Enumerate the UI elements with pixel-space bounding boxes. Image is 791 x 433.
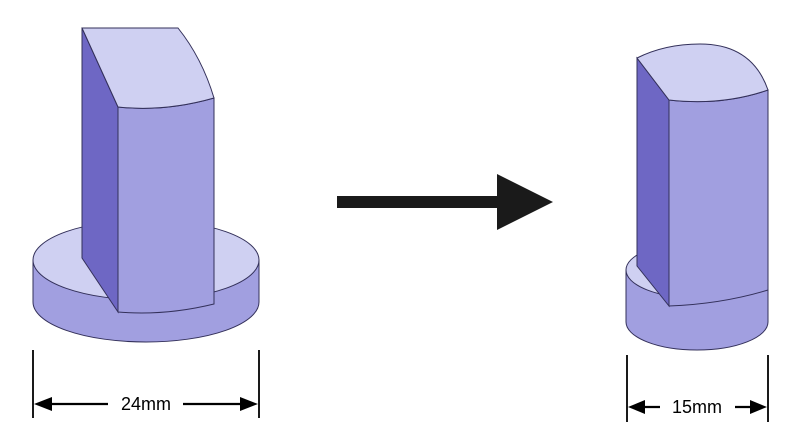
arrow-shaft [337, 196, 507, 208]
transformation-arrow [337, 174, 553, 230]
right-dimension-arrowhead-right [750, 400, 767, 414]
left-part [32, 27, 260, 343]
left-dimension-arrowhead-right [240, 397, 258, 411]
right-stem-front-face [668, 89, 769, 307]
right-stem-flat-face [636, 56, 670, 308]
right-dimension-label: 15mm [672, 397, 722, 417]
right-dimension: 15mm [626, 355, 769, 422]
left-dimension: 24mm [32, 350, 260, 418]
right-dimension-arrowhead-left [628, 400, 645, 414]
arrow-head [497, 174, 553, 230]
left-dimension-label: 24mm [121, 394, 171, 414]
left-dimension-arrowhead-left [34, 397, 52, 411]
left-stem-top-face [81, 27, 215, 109]
left-stem-front-face [117, 97, 215, 314]
right-part [625, 43, 769, 351]
right-stem-top-face [636, 43, 769, 103]
